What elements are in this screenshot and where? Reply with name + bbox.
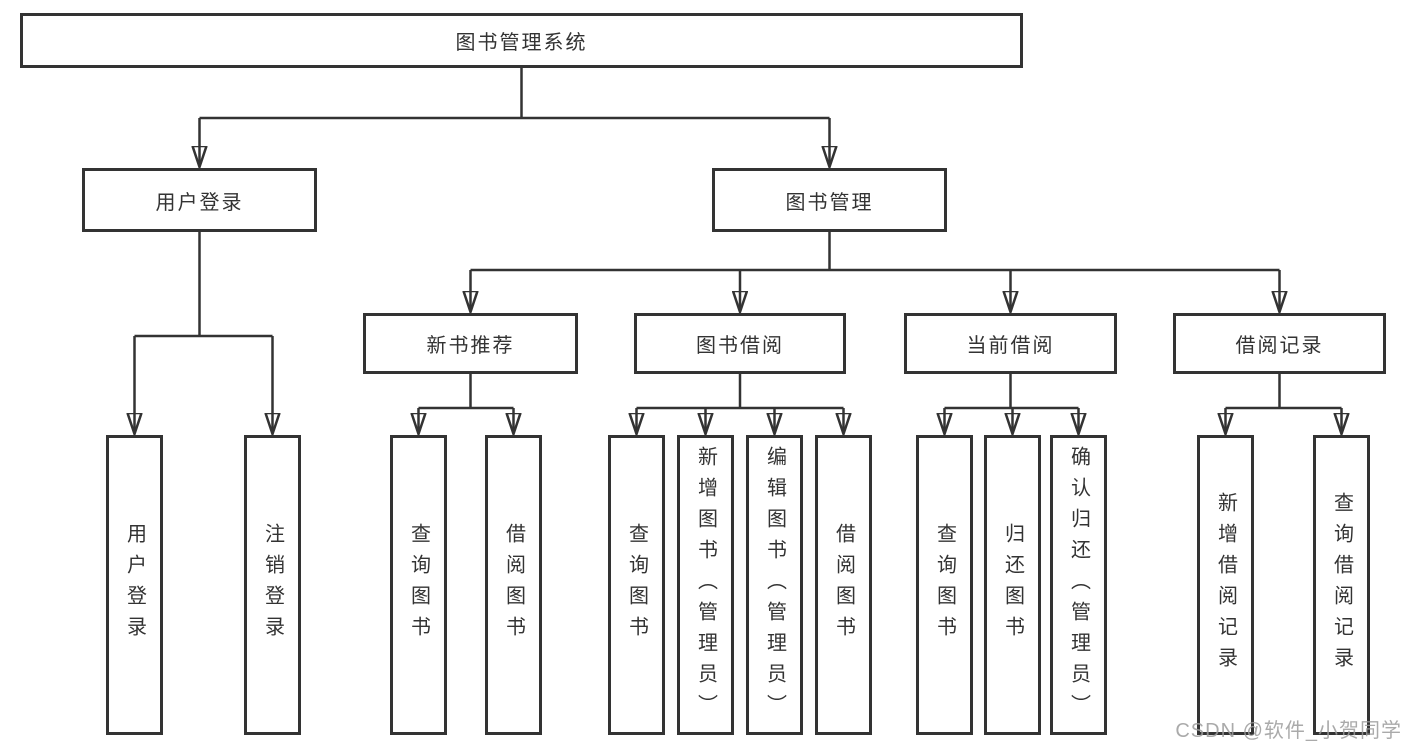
leaf-confirm-return-admin: 确认归还（管理员） — [1050, 435, 1107, 735]
csdn-watermark: CSDN @软件_小贺同学 — [1175, 720, 1402, 742]
connectors-borrow-records-group — [1226, 374, 1342, 433]
connectors-book-management-group — [471, 232, 1280, 311]
node-book-borrowing: 图书借阅 — [634, 313, 846, 374]
leaf-return-books: 归还图书 — [984, 435, 1041, 735]
connectors-user-login-group — [135, 232, 273, 433]
leaf-edit-book-admin: 编辑图书（管理员） — [746, 435, 803, 735]
node-library-management-system: 图书管理系统 — [20, 13, 1023, 68]
leaf-query-books-borrowing: 查询图书 — [608, 435, 665, 735]
leaf-borrow-books-borrowing: 借阅图书 — [815, 435, 872, 735]
connectors-new-book-group — [419, 374, 514, 433]
leaf-logout-login: 注销登录 — [244, 435, 301, 735]
leaf-add-borrow-record: 新增借阅记录 — [1197, 435, 1254, 735]
leaf-add-book-admin: 新增图书（管理员） — [677, 435, 734, 735]
node-new-book-recommend: 新书推荐 — [363, 313, 578, 374]
leaf-query-borrow-record: 查询借阅记录 — [1313, 435, 1370, 735]
leaf-borrow-books-newbook: 借阅图书 — [485, 435, 542, 735]
connectors-root — [200, 68, 830, 166]
node-borrowing-records: 借阅记录 — [1173, 313, 1386, 374]
leaf-query-books-current: 查询图书 — [916, 435, 973, 735]
leaf-user-login: 用户登录 — [106, 435, 163, 735]
node-current-borrowing: 当前借阅 — [904, 313, 1117, 374]
connectors-book-borrow-group — [637, 374, 844, 433]
node-book-management: 图书管理 — [712, 168, 947, 232]
leaf-query-books-newbook: 查询图书 — [390, 435, 447, 735]
connectors-current-borrow-group — [945, 374, 1079, 433]
node-user-login: 用户登录 — [82, 168, 317, 232]
